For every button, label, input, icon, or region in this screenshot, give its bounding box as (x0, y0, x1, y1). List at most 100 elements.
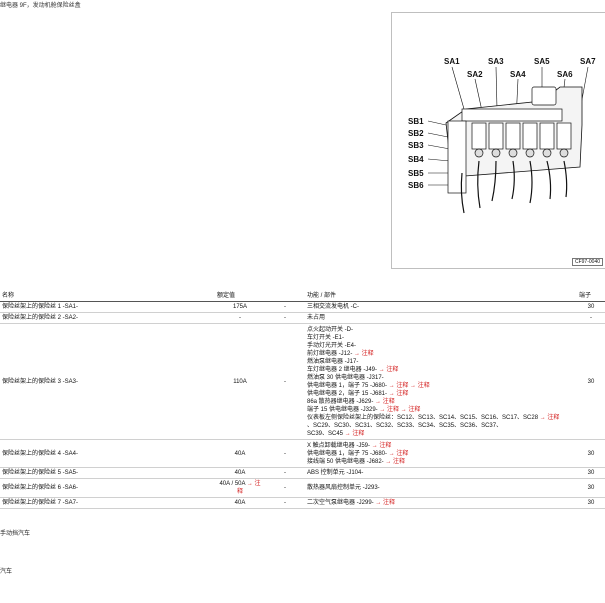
function-line: 仪表板左侧保险丝架上的保险丝：SC12、SC13、SC14、SC15、SC16、… (307, 414, 575, 422)
fuse-name-cell: 保险丝架上的保险丝 1 -SA1- (0, 301, 215, 313)
dash-cell: - (265, 312, 305, 324)
terminal-cell: 30 (577, 497, 605, 509)
function-text: 点火起动开关 -D- (307, 326, 353, 333)
table-row: 保险丝架上的保险丝 3 -SA3-110A-点火起动开关 -D-车灯开关 -E1… (0, 323, 605, 440)
function-line: 供电继电器 1，端子 75 -J680- → 注释 (307, 450, 575, 458)
dash-cell: - (265, 497, 305, 509)
table-row: 保险丝架上的保险丝 1 -SA1-175A-三相交流发电机 -C-30 (0, 301, 605, 313)
dash-cell: - (265, 478, 305, 498)
function-text: 、SC29、SC30、SC31、SC32、SC33、SC34、SC35、SC36… (307, 422, 503, 429)
function-text: 86a 散热器继电器 -J629- (307, 398, 374, 405)
function-text: 燃油泵继电器 -J17- (307, 358, 359, 365)
function-text: 手动灯光开关 -E4- (307, 342, 357, 349)
note-link[interactable]: → 注释 (378, 366, 399, 373)
function-text: 车灯继电器 2 继电器 -J49- (307, 366, 378, 373)
figure-code: CF97-0040 (571, 258, 603, 266)
terminal-cell: 30 (577, 439, 605, 468)
function-cell: 点火起动开关 -D-车灯开关 -E1-手动灯光开关 -E4-前灯继电器 -J12… (305, 323, 577, 440)
function-cell: X 触点卸载继电器 -J59- → 注释供电继电器 1，端子 75 -J680-… (305, 439, 577, 468)
fuse-name-cell: 保险丝架上的保险丝 2 -SA2- (0, 312, 215, 324)
header-function: 功能 / 部件 (305, 288, 577, 302)
note-link[interactable]: → 注释 (354, 350, 374, 357)
function-text: 接线端 50 供电继电器 -J682- (307, 458, 384, 465)
label-sb1: SB1 (408, 117, 424, 126)
function-line: 散热器风扇控制单元 -J293- (307, 484, 575, 492)
fuse-value-cell: 175A (215, 301, 265, 313)
fuse-value: 40A (234, 450, 246, 457)
fuse-value-cell: 40A / 50A → 注释 (215, 478, 265, 498)
fuse-name-cell: 保险丝架上的保险丝 6 -SA6- (0, 478, 215, 498)
fuse-name-cell: 保险丝架上的保险丝 3 -SA3- (0, 323, 215, 440)
function-line: 供电继电器 2，端子 15 -J681- → 注释 (307, 390, 575, 398)
note-link[interactable]: → 注释 → 注释 (379, 406, 421, 413)
function-text: 燃油泵 30 供电继电器 -J317- (307, 374, 384, 381)
footnote-second: 汽车 (0, 569, 13, 575)
label-sa4: SA4 (510, 70, 526, 79)
note-link[interactable]: → 注释 → 注释 (388, 382, 430, 389)
fuse-name-cell: 保险丝架上的保险丝 5 -SA5- (0, 467, 215, 479)
function-line: SC39、SC45 → 注释 (307, 430, 575, 438)
note-link[interactable]: → 注释 (375, 500, 396, 506)
label-sb5: SB5 (408, 169, 424, 178)
fuse-value: 40A / 50A (219, 481, 246, 487)
note-link[interactable]: → 注释 (344, 430, 365, 437)
fuse-box-diagram: SA1 SA2 SA3 SA4 SA5 SA6 SA7 SB1 SB2 SB3 … (391, 12, 605, 269)
value-note-link[interactable]: → 注释 (236, 481, 261, 495)
function-text: SC39、SC45 (307, 430, 344, 437)
fuse-value: 40A (234, 470, 246, 476)
function-text: 三相交流发电机 -C- (307, 304, 359, 310)
terminal-cell: 30 (577, 323, 605, 440)
header-terminal: 端子 (577, 288, 605, 302)
function-line: 燃油泵继电器 -J17- (307, 358, 575, 366)
note-link[interactable]: → 注释 (371, 442, 392, 449)
header-fuse: 名称 (0, 288, 215, 302)
function-text: 供电继电器 1，端子 75 -J680- (307, 382, 388, 389)
label-sa1: SA1 (444, 57, 460, 66)
header-value: 额定值 (215, 288, 265, 302)
fuse-value: 110A (233, 378, 247, 385)
function-text: X 触点卸载继电器 -J59- (307, 442, 371, 449)
table-row: 保险丝架上的保险丝 5 -SA5-40A-ABS 控制单元 -J104-30 (0, 467, 605, 479)
function-line: 86a 散热器继电器 -J629- → 注释 (307, 398, 575, 406)
label-sa6: SA6 (557, 70, 573, 79)
function-line: 三相交流发电机 -C- (307, 303, 575, 311)
note-link[interactable]: → 注释 (385, 458, 406, 465)
fuse-value-cell: 40A (215, 497, 265, 509)
function-cell: 三相交流发电机 -C- (305, 301, 577, 313)
footnote-first: 手动挡汽车 (0, 531, 31, 537)
fuse-box-illustration: SA1 SA2 SA3 SA4 SA5 SA6 SA7 SB1 SB2 SB3 … (408, 57, 596, 214)
function-text: 未占用 (307, 315, 326, 321)
label-sb6: SB6 (408, 181, 424, 190)
table-row: 保险丝架上的保险丝 2 -SA2---未占用- (0, 312, 605, 324)
function-line: 点火起动开关 -D- (307, 326, 575, 334)
dash-cell: - (265, 467, 305, 479)
note-link[interactable]: → 注释 (375, 398, 395, 405)
note-link[interactable]: → 注释 (539, 414, 560, 421)
table-header-row: 名称 额定值 功能 / 部件 端子 (0, 288, 605, 302)
function-line: 燃油泵 30 供电继电器 -J317- (307, 374, 575, 382)
table-row: 保险丝架上的保险丝 7 -SA7-40A-二次空气泵继电器 -J299- → 注… (0, 497, 605, 509)
function-text: 车灯开关 -E1- (307, 334, 345, 341)
function-line: 二次空气泵继电器 -J299- → 注释 (307, 499, 575, 507)
table-row: 保险丝架上的保险丝 4 -SA4-40A-X 触点卸载继电器 -J59- → 注… (0, 439, 605, 468)
label-sa5: SA5 (534, 57, 550, 66)
function-line: 车灯继电器 2 继电器 -J49- → 注释 (307, 366, 575, 374)
note-link[interactable]: → 注释 (388, 390, 409, 397)
function-text: 前灯继电器 -J12- (307, 350, 353, 357)
function-text: ABS 控制单元 -J104- (307, 470, 364, 476)
function-line: 未占用 (307, 314, 575, 322)
page-caption: 继电器 9F，发动机舱保险丝盒 (0, 3, 81, 9)
function-text: 供电继电器 1，端子 75 -J680- (307, 450, 388, 457)
function-text: 散热器风扇控制单元 -J293- (307, 485, 380, 491)
fuse-value-cell: - (215, 312, 265, 324)
function-cell: 散热器风扇控制单元 -J293- (305, 478, 577, 498)
label-sa2: SA2 (467, 70, 483, 79)
fuse-value-cell: 40A (215, 467, 265, 479)
function-line: 、SC29、SC30、SC31、SC32、SC33、SC34、SC35、SC36… (307, 422, 575, 430)
fuse-value: 175A (232, 304, 247, 310)
fuse-assignment-table: 名称 额定值 功能 / 部件 端子 保险丝架上的保险丝 1 -SA1- 175A -… (0, 288, 605, 509)
header-dash (265, 288, 305, 302)
note-link[interactable]: → 注释 (388, 450, 409, 457)
label-sb4: SB4 (408, 155, 424, 164)
function-line: 端子 15 供电继电器 -J329- → 注释 → 注释 (307, 406, 575, 414)
